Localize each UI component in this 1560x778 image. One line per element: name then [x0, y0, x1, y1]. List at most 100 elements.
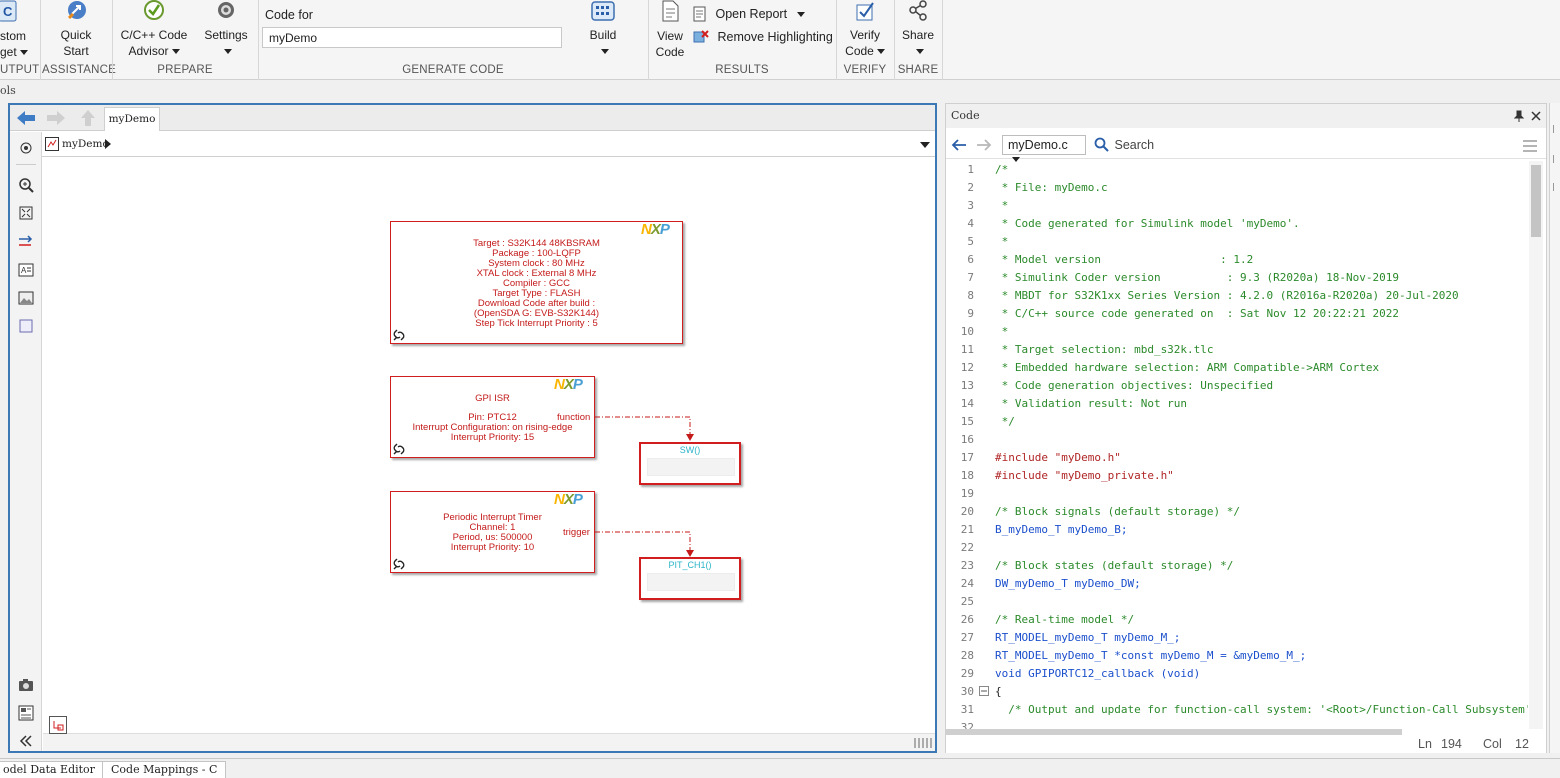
property-inspector-icon[interactable]: [18, 705, 34, 721]
line-number: 24: [960, 577, 974, 590]
view-code-line2: Code: [655, 45, 685, 59]
view-code-button[interactable]: View Code: [652, 0, 688, 60]
image-icon[interactable]: [18, 290, 34, 306]
line-number: 27: [960, 631, 974, 644]
file-select[interactable]: myDemo.c: [1002, 135, 1086, 163]
code-text: *: [995, 199, 1009, 212]
code-text: * Model version : 1.2: [995, 253, 1254, 266]
close-icon[interactable]: [1531, 111, 1541, 121]
code-horizontal-scrollbar[interactable]: [946, 729, 1402, 735]
breadcrumb-item-mydemo[interactable]: myDemo: [62, 138, 109, 150]
code-line: 20/* Block signals (default storage) */: [946, 503, 1528, 521]
code-text: * Target selection: mbd_s32k.tlc: [995, 343, 1214, 356]
custom-target-button[interactable]: C stom get: [0, 0, 36, 60]
config-line: Target : S32K144 48KBSRAM: [473, 238, 600, 249]
code-for-input[interactable]: [262, 27, 562, 48]
remove-highlighting-label: Remove Highlighting: [717, 30, 833, 44]
code-line: 22: [946, 539, 1528, 557]
group-assistance: ASSISTANCE: [42, 64, 116, 76]
gpi-isr-block[interactable]: NXP GPI ISR Pin: PTC12 Interrupt Configu…: [390, 376, 595, 458]
nxp-logo-n: N: [554, 491, 565, 508]
code-line: 19: [946, 485, 1528, 503]
line-number: 30: [960, 685, 974, 698]
menu-icon[interactable]: [1523, 140, 1537, 152]
line-number: 25: [960, 595, 974, 608]
side-tab[interactable]: [1553, 125, 1558, 133]
tab-code-mappings[interactable]: Code Mappings - C: [102, 761, 227, 778]
side-tab[interactable]: [1553, 183, 1558, 191]
code-line: 11 * Target selection: mbd_s32k.tlc: [946, 341, 1528, 359]
tab-mydemo[interactable]: myDemo: [104, 107, 160, 131]
up-arrow-icon[interactable]: [80, 109, 96, 127]
code-advisor-button[interactable]: C/C++ Code Advisor: [116, 0, 192, 59]
config-line: Compiler : GCC: [502, 278, 571, 289]
pit-line: Period, us: 500000: [452, 532, 533, 543]
settings-button[interactable]: Settings: [198, 0, 254, 59]
collapse-double-chevron-icon[interactable]: [18, 733, 34, 749]
nxp-logo-x: X: [650, 221, 661, 238]
gpi-text: Pin: PTC12 Interrupt Configuration: on r…: [391, 413, 594, 443]
nxp-logo-n: N: [554, 376, 565, 393]
code-text: DW_myDemo_T myDemo_DW;: [995, 577, 1141, 590]
config-block[interactable]: NXP Target : S32K144 48KBSRAM Package : …: [390, 221, 683, 344]
code-vertical-scrollbar[interactable]: [1529, 161, 1543, 729]
remove-highlight-icon: [693, 30, 709, 43]
pin-icon[interactable]: [1514, 110, 1524, 122]
build-button[interactable]: Build: [578, 0, 628, 59]
share-icon: [909, 0, 927, 21]
scrollbar-thumb[interactable]: [1531, 165, 1541, 237]
sw-subsystem[interactable]: SW(): [639, 442, 741, 485]
chevron-down-icon: [797, 11, 806, 17]
code-search[interactable]: Search: [1094, 137, 1154, 152]
pit-port-label: trigger: [563, 527, 590, 538]
code-line: 13 * Code generation objectives: Unspeci…: [946, 377, 1528, 395]
line-number: 2: [967, 181, 974, 194]
resize-grip-icon[interactable]: [913, 738, 933, 748]
area-icon[interactable]: [18, 318, 34, 334]
back-arrow-icon[interactable]: [16, 110, 36, 126]
model-browser-icon[interactable]: [49, 716, 67, 734]
gear-icon: [218, 2, 234, 18]
ln-value: 194: [1441, 737, 1462, 751]
nxp-logo-p: P: [572, 491, 583, 508]
fit-to-view-icon[interactable]: [18, 205, 34, 221]
side-tab[interactable]: [1553, 155, 1558, 163]
line-number: 12: [960, 361, 974, 374]
verify-code-button[interactable]: Verify Code: [840, 0, 890, 59]
group-generate-code: GENERATE CODE: [402, 64, 504, 76]
signal-arrow-icon[interactable]: [18, 234, 34, 250]
nxp-logo: NXP: [641, 222, 670, 237]
forward-arrow-icon[interactable]: [46, 110, 66, 126]
open-report-button[interactable]: Open Report: [692, 6, 806, 24]
advisor-line2: Advisor: [128, 44, 169, 58]
hide-explorer-icon[interactable]: [18, 140, 34, 156]
code-text: * Code generation objectives: Unspecifie…: [995, 379, 1274, 392]
forward-arrow-icon[interactable]: [976, 138, 992, 152]
line-number: 32: [960, 721, 974, 729]
pit-ch1-subsystem[interactable]: PIT_CH1(): [639, 557, 741, 600]
code-text: * Embedded hardware selection: ARM Compa…: [995, 361, 1380, 374]
model-canvas[interactable]: NXP Target : S32K144 48KBSRAM Package : …: [43, 158, 935, 733]
pit-title: Periodic Interrupt Timer: [443, 512, 542, 523]
pit-block[interactable]: NXP Periodic Interrupt Timer Channel: 1 …: [390, 491, 595, 573]
trigger-signal-arrow: [686, 550, 694, 557]
file-select-value: myDemo.c: [1008, 138, 1068, 152]
zoom-icon[interactable]: [18, 177, 34, 193]
quick-start-button[interactable]: Quick Start: [48, 0, 104, 59]
share-button[interactable]: Share: [896, 0, 940, 59]
annotation-icon[interactable]: A: [18, 262, 34, 278]
tab-model-data-editor[interactable]: odel Data Editor: [0, 761, 104, 778]
svg-text:A: A: [21, 266, 27, 275]
remove-highlighting-button[interactable]: Remove Highlighting: [692, 29, 833, 47]
code-line: 8 * MBDT for S32K1xx Series Version : 4.…: [946, 287, 1528, 305]
camera-icon[interactable]: [18, 677, 34, 693]
chevron-right-icon[interactable]: [104, 139, 112, 149]
back-arrow-icon[interactable]: [951, 138, 967, 152]
collapse-fold-icon[interactable]: [979, 686, 989, 696]
chevron-down-icon: [223, 49, 232, 55]
col-value: 12: [1515, 737, 1529, 751]
address-dropdown-icon[interactable]: [919, 141, 931, 149]
